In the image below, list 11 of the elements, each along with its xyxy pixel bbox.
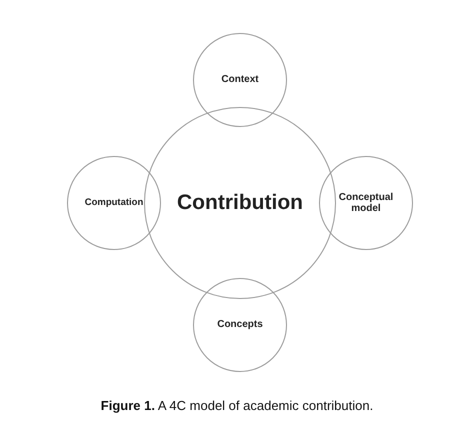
circle xyxy=(193,278,287,372)
circle-label: Concepts xyxy=(217,319,263,331)
circle xyxy=(193,33,287,127)
circle-label: Context xyxy=(221,74,259,86)
circle xyxy=(319,156,413,250)
circle xyxy=(67,156,161,250)
circle-label: Computation xyxy=(84,198,144,208)
center-label: Contribution xyxy=(177,190,303,216)
circle xyxy=(144,107,336,299)
circle-label: Conceptual model xyxy=(338,192,394,214)
figure-caption: Figure 1. A 4C model of academic contribution. xyxy=(100,398,374,413)
